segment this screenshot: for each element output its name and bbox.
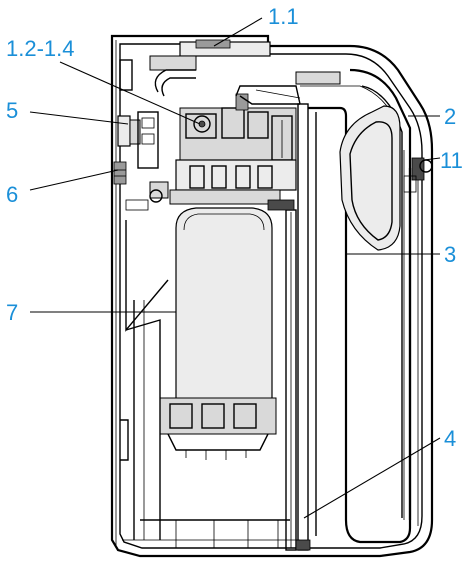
brewing-unit	[154, 69, 301, 211]
callout-5: 5	[6, 98, 18, 123]
leader-11	[423, 157, 441, 161]
housing	[110, 34, 434, 558]
callouts: 1.1 1.2-1.4 2 11 3 4 5 6 7	[6, 4, 463, 451]
water-tank	[308, 105, 412, 544]
callout-1-1: 1.1	[268, 4, 299, 29]
leader-6	[29, 169, 119, 191]
leader-lines	[29, 17, 441, 519]
callout-2: 2	[444, 104, 456, 129]
callout-1-2-1-4: 1.2-1.4	[6, 36, 75, 61]
leader-5	[29, 111, 129, 125]
callout-7: 7	[6, 300, 18, 325]
control-panel	[113, 59, 169, 211]
callout-3: 3	[444, 242, 456, 267]
leader-1-1	[213, 17, 263, 47]
interior-structure	[120, 220, 300, 548]
callout-4: 4	[444, 426, 456, 451]
part-11-valve	[403, 157, 433, 193]
leader-4	[303, 437, 441, 519]
leader-1-2-1-4	[59, 61, 201, 125]
bottle	[159, 207, 277, 460]
callout-6: 6	[6, 182, 18, 207]
callout-11: 11	[440, 148, 463, 173]
